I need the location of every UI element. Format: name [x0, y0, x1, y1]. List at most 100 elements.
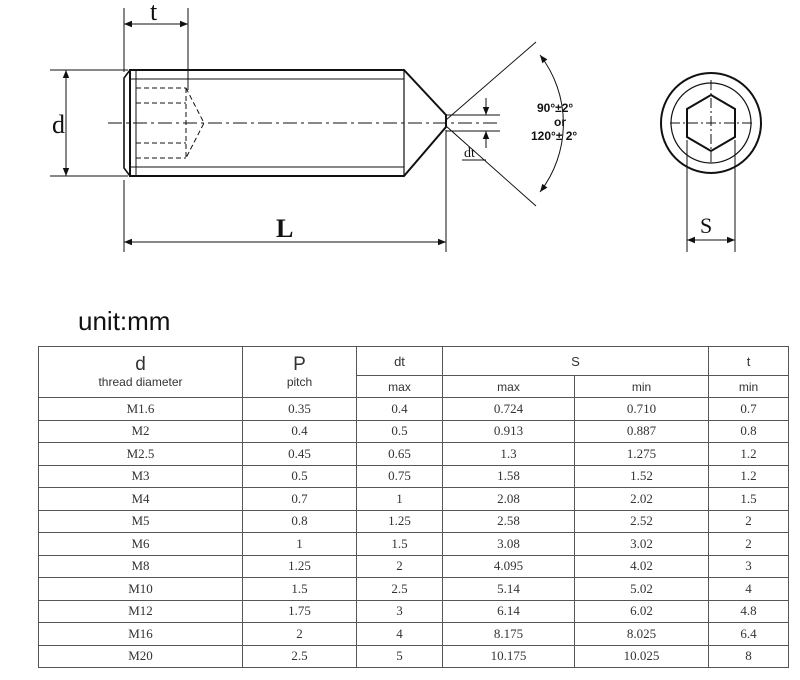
cell-s-max: 10.175 — [442, 644, 575, 668]
cell-p: 0.5 — [242, 464, 357, 488]
cell-s-min: 3.02 — [573, 532, 710, 556]
cell-s-max: 3.08 — [442, 532, 575, 556]
label-s: S — [700, 213, 712, 238]
header-dt: dt — [356, 346, 443, 376]
cell-s-min: 5.02 — [573, 577, 710, 601]
cell-s-min: 6.02 — [573, 599, 710, 623]
cell-s-max: 5.14 — [442, 577, 575, 601]
cell-d: M20 — [38, 644, 243, 668]
header-d-subtitle: thread diameter — [98, 375, 183, 389]
label-L: L — [276, 214, 293, 243]
cell-d: M4 — [38, 487, 243, 511]
cell-dt-max: 1.25 — [356, 509, 443, 533]
cell-t-min: 1.5 — [708, 487, 790, 511]
cell-dt-max: 4 — [356, 622, 443, 646]
cell-d: M10 — [38, 577, 243, 601]
label-t: t — [150, 0, 158, 26]
header-s: S — [441, 346, 710, 376]
header-t-min: min — [708, 375, 790, 398]
cell-dt-max: 1.5 — [356, 532, 443, 556]
set-screw-drawing: t d L dt S 90°±2° or 120°± 2° — [50, 0, 762, 252]
cell-dt-max: 0.4 — [356, 397, 443, 421]
dimension-table: d thread diameter P pitch dt S t max max… — [38, 346, 790, 668]
cell-p: 0.35 — [242, 397, 357, 421]
cell-t-min: 0.8 — [708, 419, 790, 443]
cell-d: M6 — [38, 532, 243, 556]
cell-p: 2 — [242, 622, 357, 646]
label-d: d — [52, 110, 65, 139]
header-p: P pitch — [242, 346, 357, 398]
cell-t-min: 1.2 — [708, 464, 790, 488]
cell-s-min: 1.275 — [573, 442, 710, 466]
cell-t-min: 3 — [708, 554, 790, 578]
header-t: t — [708, 346, 790, 376]
cell-p: 2.5 — [242, 644, 357, 668]
header-d-symbol: d — [135, 354, 146, 375]
header-s-min: min — [573, 375, 710, 398]
cell-s-max: 4.095 — [442, 554, 575, 578]
end-view-outer-circle — [660, 72, 762, 174]
cell-p: 0.45 — [242, 442, 357, 466]
cell-d: M1.6 — [38, 397, 243, 421]
header-p-symbol: P — [293, 354, 306, 375]
cell-d: M16 — [38, 622, 243, 646]
cell-dt-max: 2.5 — [356, 577, 443, 601]
cell-p: 1.5 — [242, 577, 357, 601]
cell-dt-max: 0.75 — [356, 464, 443, 488]
cell-t-min: 4 — [708, 577, 790, 601]
cell-s-max: 0.724 — [442, 397, 575, 421]
angle-text-2: or — [554, 115, 566, 129]
cell-d: M5 — [38, 509, 243, 533]
cell-p: 1.75 — [242, 599, 357, 623]
cell-t-min: 8 — [708, 644, 790, 668]
cell-dt-max: 5 — [356, 644, 443, 668]
cell-dt-max: 1 — [356, 487, 443, 511]
hex-socket-end-view — [686, 93, 736, 153]
cell-p: 1 — [242, 532, 357, 556]
cell-t-min: 4.8 — [708, 599, 790, 623]
angle-text-1: 90°±2° — [537, 101, 573, 115]
cell-dt-max: 0.5 — [356, 419, 443, 443]
cell-s-min: 2.02 — [573, 487, 710, 511]
cell-s-min: 4.02 — [573, 554, 710, 578]
cell-d: M3 — [38, 464, 243, 488]
cell-p: 0.4 — [242, 419, 357, 443]
cell-s-min: 1.52 — [573, 464, 710, 488]
cell-s-max: 8.175 — [442, 622, 575, 646]
header-dt-max: max — [356, 375, 443, 398]
cell-dt-max: 3 — [356, 599, 443, 623]
header-d: d thread diameter — [38, 346, 243, 398]
cell-s-min: 10.025 — [573, 644, 710, 668]
cell-d: M2.5 — [38, 442, 243, 466]
cell-d: M2 — [38, 419, 243, 443]
cell-p: 1.25 — [242, 554, 357, 578]
cell-s-min: 2.52 — [573, 509, 710, 533]
cell-d: M12 — [38, 599, 243, 623]
cell-s-max: 2.58 — [442, 509, 575, 533]
cell-t-min: 1.2 — [708, 442, 790, 466]
header-s-max: max — [442, 375, 575, 398]
cell-s-max: 0.913 — [442, 419, 575, 443]
cell-dt-max: 0.65 — [356, 442, 443, 466]
cell-s-max: 1.3 — [442, 442, 575, 466]
cell-s-max: 2.08 — [442, 487, 575, 511]
cell-s-max: 6.14 — [442, 599, 575, 623]
cell-s-min: 8.025 — [573, 622, 710, 646]
header-p-subtitle: pitch — [286, 375, 313, 389]
cell-t-min: 2 — [708, 509, 790, 533]
cell-p: 0.7 — [242, 487, 357, 511]
angle-text-3: 120°± 2° — [531, 129, 577, 143]
unit-label: unit:mm — [78, 306, 171, 336]
